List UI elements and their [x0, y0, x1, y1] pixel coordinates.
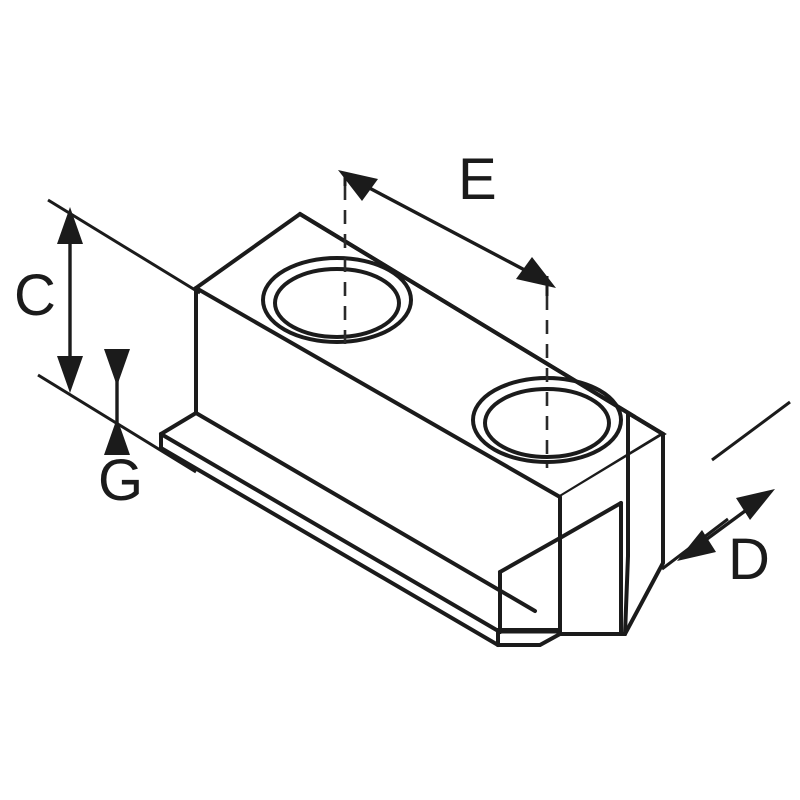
- hex-rear-bottom-edge: [623, 554, 630, 636]
- dimension-E-arrow-right: [516, 257, 556, 288]
- end-face-fill: [560, 435, 663, 633]
- centre-lines: [343, 186, 549, 468]
- dimension-C: C: [14, 198, 201, 474]
- dimension-G-arrow-up: [104, 418, 130, 455]
- hole-1-outer-ring: [261, 256, 413, 344]
- dimension-E-label: E: [458, 147, 497, 212]
- dimension-C-upper-extension: [47, 198, 201, 295]
- dimension-C-arrow-up: [57, 207, 83, 244]
- dimension-D-arrow-upper: [736, 489, 775, 520]
- dimension-G-arrow-down: [104, 349, 130, 386]
- dimension-D-arrow-lower: [677, 530, 716, 561]
- dimension-D-label: D: [728, 527, 770, 592]
- dimension-E: E: [338, 147, 556, 296]
- dimension-C-label: C: [14, 263, 56, 328]
- tongue-bottom-edge: [159, 446, 500, 647]
- left-lower-chamfer-edge: [159, 411, 198, 436]
- part-body: [159, 211, 667, 647]
- dimension-G-label: G: [98, 448, 143, 513]
- dimension-C-arrow-down: [57, 356, 83, 393]
- hole-2-inner-ring: [483, 387, 611, 459]
- tongue-top-edge: [159, 432, 502, 634]
- dimension-D: D: [661, 400, 791, 592]
- dimension-E-arrow-left: [338, 170, 378, 201]
- recess-back-top-edge: [558, 501, 623, 540]
- front-left-face: [196, 288, 560, 620]
- body-lower-left-edge: [194, 411, 537, 613]
- top-back-edge: [298, 212, 665, 436]
- dimension-E-line: [357, 180, 537, 278]
- dimension-G: G: [98, 349, 143, 513]
- hole-1-inner-ring: [273, 267, 401, 339]
- base-front-chamfer: [496, 632, 562, 647]
- tongue-step-top: [498, 536, 562, 574]
- dimension-D-upper-extension: [711, 400, 791, 462]
